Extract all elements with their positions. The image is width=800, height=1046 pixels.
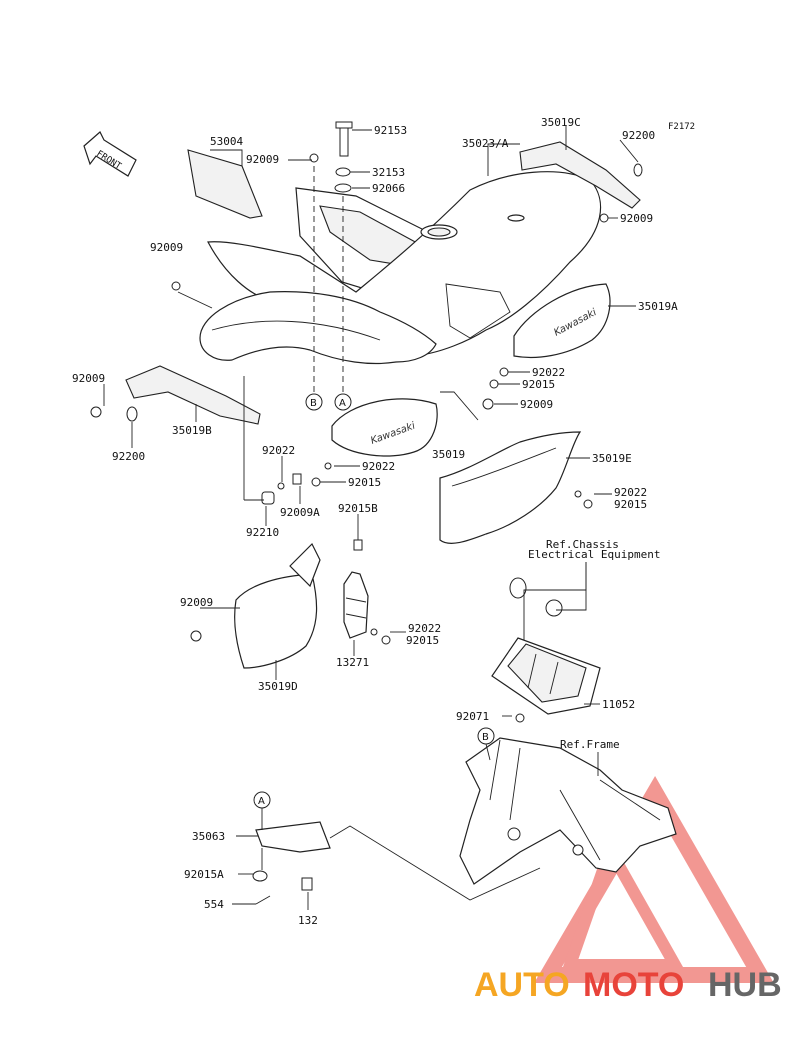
label-92009-top: 92009 <box>246 153 279 166</box>
front-direction-arrow: FRONT <box>83 131 137 177</box>
watermark-part2: MOTO <box>583 966 684 1004</box>
label-13271: 13271 <box>336 656 369 669</box>
part-13271-bracket <box>343 571 369 639</box>
label-92015-mid: 92015 <box>522 378 555 391</box>
label-92200-rear: 92200 <box>112 450 145 463</box>
part-11052-battery-case <box>491 637 601 715</box>
part-35019c-strip <box>519 141 641 209</box>
label-35019d: 35019D <box>258 680 298 693</box>
label-35019: 35019 <box>432 448 465 461</box>
label-92022-d: 92022 <box>408 622 441 635</box>
label-92022-e: 92022 <box>614 486 647 499</box>
label-92009-left: 92009 <box>150 241 183 254</box>
label-11052: 11052 <box>602 698 635 711</box>
marker-a-bracket: A <box>253 791 271 809</box>
label-35063: 35063 <box>192 830 225 843</box>
label-92153: 92153 <box>374 124 407 137</box>
label-92200-top: 92200 <box>622 129 655 142</box>
center-side-panel: Kawasaki <box>331 398 438 457</box>
label-35019c: 35019C <box>541 116 581 129</box>
watermark-logo-triangle <box>534 776 774 983</box>
reference-dashed-lines <box>313 166 344 392</box>
svg-text:A: A <box>339 398 346 409</box>
label-92071: 92071 <box>456 710 489 723</box>
label-554: 554 <box>204 898 224 911</box>
svg-text:B: B <box>310 398 317 409</box>
part-53004-plate <box>187 149 263 219</box>
part-labels: 53004 92009 92153 32153 92066 35023/A 35… <box>72 116 678 927</box>
label-92009-rear: 92009 <box>72 372 105 385</box>
part-35019a-side-panel: Kawasaki <box>513 283 611 359</box>
label-ref-chassis-1: Ref.Chassis <box>546 538 619 551</box>
label-53004: 53004 <box>210 135 243 148</box>
label-35019b: 35019B <box>172 424 212 437</box>
label-92015-d: 92015 <box>406 634 439 647</box>
label-35019e: 35019E <box>592 452 632 465</box>
label-92009-mid: 92009 <box>520 398 553 411</box>
rear-fender-lower-body <box>199 291 437 365</box>
label-92015b: 92015B <box>338 502 378 515</box>
marker-b-frame: B <box>477 727 495 745</box>
part-35019b-strip <box>125 365 261 425</box>
watermark-part3: HUB <box>708 966 782 1004</box>
label-92066: 92066 <box>372 182 405 195</box>
label-32153: 32153 <box>372 166 405 179</box>
label-92009a: 92009A <box>280 506 320 519</box>
label-132: 132 <box>298 914 318 927</box>
watermark-text: AUTO MOTO HUB <box>474 966 782 1004</box>
label-92022-center: 92022 <box>362 460 395 473</box>
rear-fender-35023a <box>207 171 602 357</box>
label-35019a: 35019A <box>638 300 678 313</box>
label-ref-frame: Ref.Frame <box>560 738 620 751</box>
label-92009-d: 92009 <box>180 596 213 609</box>
label-92009-right: 92009 <box>620 212 653 225</box>
marker-a-top: A <box>334 393 352 411</box>
part-35063-bracket <box>255 821 331 853</box>
label-35023a: 35023/A <box>462 137 509 150</box>
svg-text:B: B <box>482 732 489 743</box>
label-ref-chassis-2: Electrical Equipment <box>528 548 660 561</box>
part-35019d-mud-guard <box>234 542 321 669</box>
hardware-items <box>90 121 643 905</box>
leader-lines <box>103 126 639 910</box>
label-92022-low: 92022 <box>262 444 295 457</box>
figure-code: F2172 <box>668 122 695 132</box>
label-92210: 92210 <box>246 526 279 539</box>
label-92015-e: 92015 <box>614 498 647 511</box>
svg-text:A: A <box>258 796 265 807</box>
marker-b-top: B <box>305 393 323 411</box>
label-92015-low: 92015 <box>348 476 381 489</box>
frame-assembly <box>459 737 677 885</box>
label-92015a: 92015A <box>184 868 224 881</box>
watermark-part1: AUTO <box>474 966 570 1004</box>
part-35019e-splash-guard <box>439 431 582 544</box>
label-92022-mid: 92022 <box>532 366 565 379</box>
